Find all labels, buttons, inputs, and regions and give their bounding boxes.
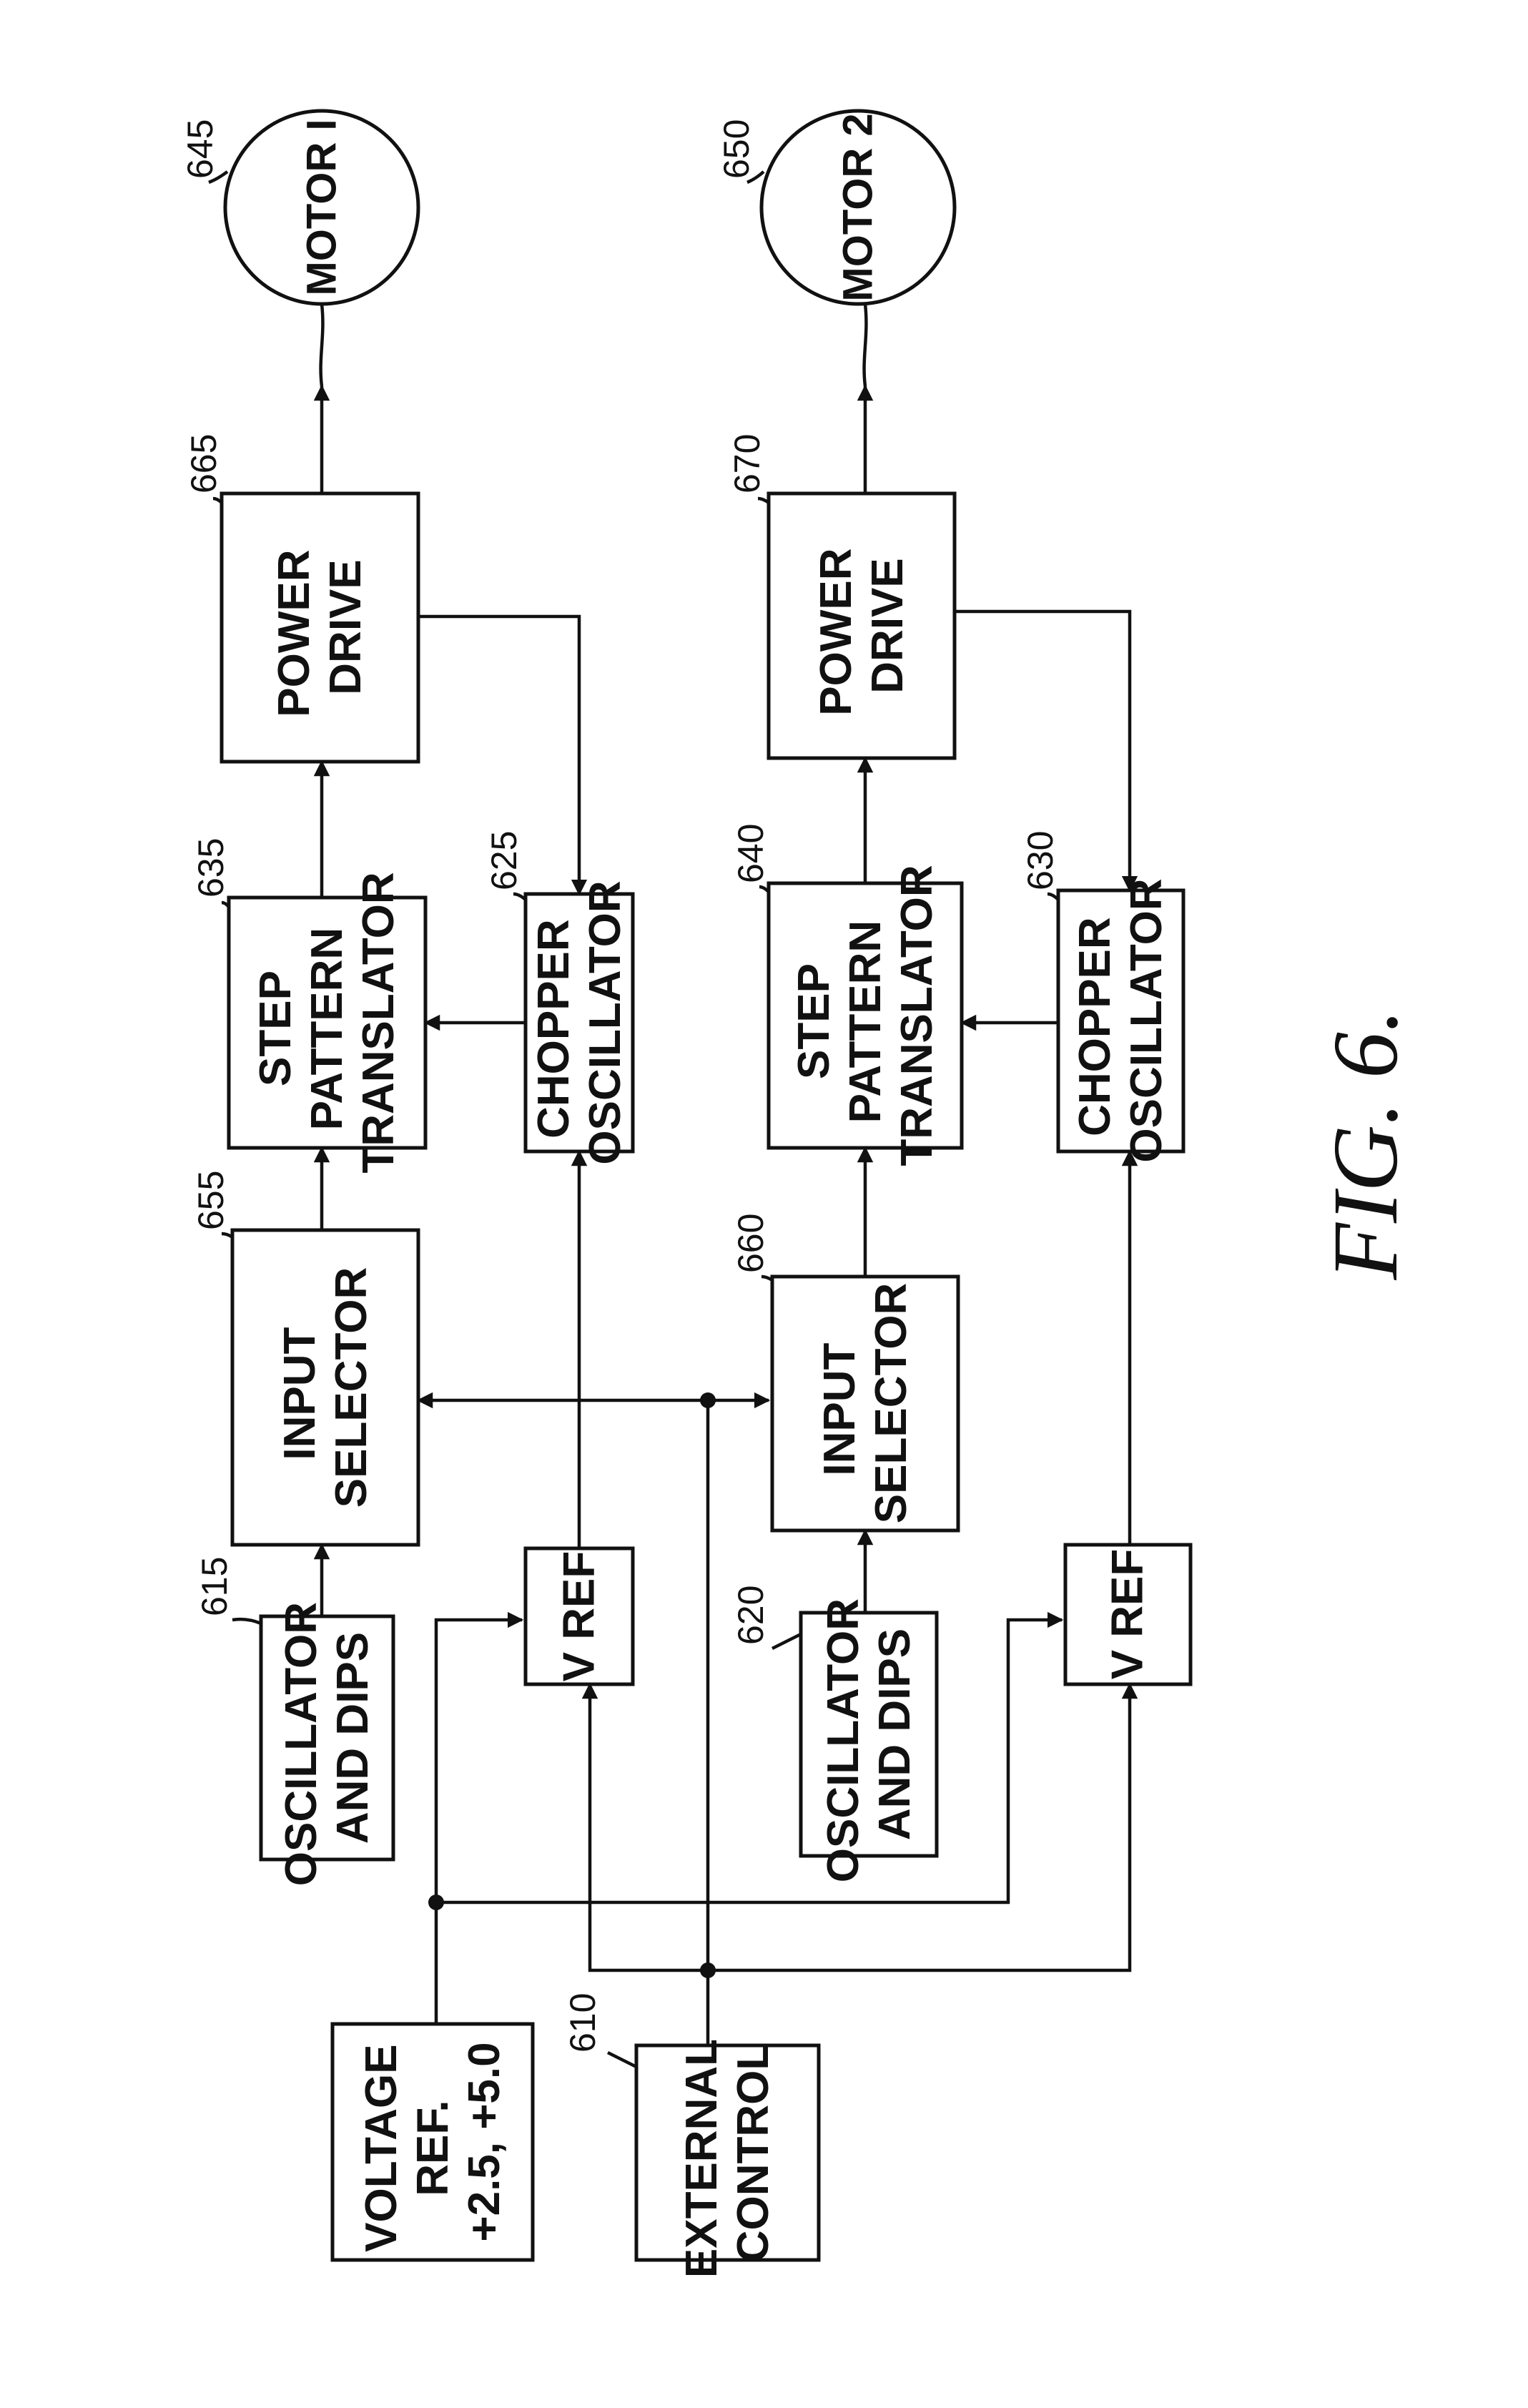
power-drive-1-block: POWER DRIVE 665 [184, 434, 418, 762]
vref1-block: V REF [526, 1548, 633, 1684]
osc2-ref: 620 [731, 1586, 771, 1645]
motor-1-label: MOTOR I [299, 119, 345, 295]
osc1-ref-leader [232, 1619, 261, 1623]
step-pattern-1-ref: 635 [191, 838, 231, 898]
junction-dot-extctrl-bus [700, 1392, 716, 1408]
osc1-line-1: OSCILLATOR [277, 1602, 326, 1886]
voltage-ref-line-3: +2.5, +5.0 [460, 2042, 509, 2241]
motor-2-label: MOTOR 2 [835, 113, 882, 301]
external-control-ref-leader [608, 2053, 636, 2067]
osc1-line-2: AND DIPS [328, 1632, 378, 1844]
power-drive-2-ref: 670 [727, 434, 767, 493]
osc2-line-2: AND DIPS [870, 1628, 920, 1840]
power-drive-1-ref: 665 [184, 434, 224, 493]
motor-1-circle: MOTOR I 645 [180, 111, 418, 304]
wire-power1-to-motor1-lead [321, 304, 323, 386]
wire-power2-to-motor2-lead [864, 304, 867, 386]
chopper-2-block: CHOPPER OSCILLATOR 630 [1020, 831, 1183, 1163]
external-control-block: EXTERNAL CONTROL 610 [563, 1993, 819, 2279]
chopper-1-ref: 625 [484, 831, 524, 890]
chopper-1-line-2: OSCILLATOR [581, 880, 630, 1164]
chopper-2-line-1: CHOPPER [1070, 917, 1120, 1136]
voltage-ref-block: VOLTAGE REF. +2.5, +5.0 [332, 2024, 533, 2260]
input-selector-1-line-2: SELECTOR [327, 1267, 376, 1508]
motor-2-circle: MOTOR 2 650 [716, 111, 955, 304]
motor-2-ref: 650 [716, 119, 756, 179]
figure-label: FIG. 6. [1314, 1008, 1417, 1280]
wire-voltref-to-vref1 [436, 1620, 522, 1902]
osc2-block: OSCILLATOR AND DIPS 620 [731, 1586, 937, 1883]
chopper-1-line-1: CHOPPER [529, 919, 578, 1139]
chopper-2-ref: 630 [1020, 831, 1060, 890]
input-selector-1-ref: 655 [191, 1171, 231, 1230]
voltage-ref-line-2: REF. [408, 2100, 458, 2196]
vref2-block: V REF [1065, 1545, 1191, 1684]
power-drive-2-line-1: POWER [812, 549, 861, 716]
input-selector-1-block: INPUT SELECTOR 655 [191, 1171, 418, 1545]
power-drive-2-line-2: DRIVE [863, 558, 912, 693]
vref2-label: V REF [1103, 1549, 1153, 1680]
input-selector-2-ref: 660 [731, 1214, 771, 1273]
vref1-label: V REF [555, 1551, 604, 1682]
chopper-1-block: CHOPPER OSCILLATOR 625 [484, 831, 633, 1165]
input-selector-2-block: INPUT SELECTOR 660 [731, 1214, 958, 1530]
input-selector-1-line-1: INPUT [275, 1327, 325, 1460]
wires [321, 304, 1130, 2045]
external-control-ref: 610 [563, 1993, 603, 2053]
junction-dot-extctrl-vref [700, 1962, 716, 1978]
input-selector-2-line-2: SELECTOR [867, 1283, 916, 1523]
power-drive-2-block: POWER DRIVE 670 [727, 434, 955, 758]
chopper-2-line-2: OSCILLATOR [1122, 878, 1171, 1162]
osc1-ref: 615 [194, 1557, 235, 1616]
junction-dot-voltref [428, 1895, 444, 1910]
step-pattern-1-line-3: TRANSLATOR [354, 872, 403, 1173]
power-drive-1-line-1: POWER [270, 550, 319, 717]
step-pattern-1-line-1: STEP [251, 971, 300, 1086]
osc1-block: OSCILLATOR AND DIPS 615 [194, 1557, 393, 1887]
input-selector-2-line-1: INPUT [815, 1342, 864, 1475]
step-pattern-2-line-3: TRANSLATOR [892, 865, 942, 1166]
step-pattern-2-ref: 640 [731, 824, 771, 883]
motor-1-ref: 645 [180, 119, 220, 179]
wire-bus-to-vref1 [590, 1684, 708, 1970]
external-control-line-1: EXTERNAL [677, 2040, 726, 2278]
external-control-line-2: CONTROL [729, 2043, 778, 2263]
osc2-ref-leader [772, 1634, 801, 1648]
voltage-ref-line-1: VOLTAGE [357, 2044, 406, 2251]
step-pattern-1-line-2: PATTERN [302, 928, 352, 1131]
power-drive-1-line-2: DRIVE [321, 559, 370, 694]
step-pattern-2-line-1: STEP [789, 964, 839, 1079]
step-pattern-2-line-2: PATTERN [841, 920, 890, 1124]
step-pattern-1-block: STEP PATTERN TRANSLATOR 635 [191, 838, 425, 1174]
step-pattern-2-block: STEP PATTERN TRANSLATOR 640 [731, 824, 962, 1166]
chopper-1-ref-leader [513, 894, 526, 900]
osc2-line-1: OSCILLATOR [819, 1598, 868, 1882]
